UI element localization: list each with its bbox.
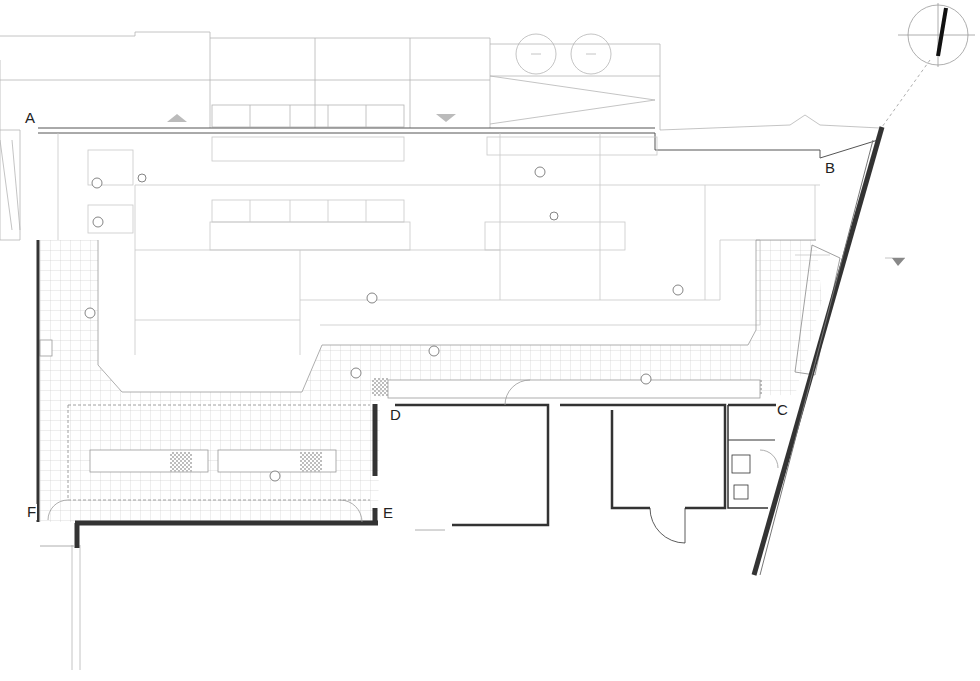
exterior-band: [0, 32, 905, 670]
grid-label: C: [776, 402, 789, 418]
grid-label: F: [26, 504, 37, 520]
people: [85, 167, 683, 481]
floor-zones: [58, 133, 830, 355]
north-arrow: [882, 3, 975, 127]
grid-label: E: [382, 505, 394, 521]
grid-label: D: [389, 407, 402, 423]
tiled-floor: [40, 240, 840, 522]
grid-label: A: [24, 110, 36, 126]
grid-label: B: [824, 160, 836, 176]
storefront: [38, 128, 878, 158]
walls: [38, 127, 882, 575]
